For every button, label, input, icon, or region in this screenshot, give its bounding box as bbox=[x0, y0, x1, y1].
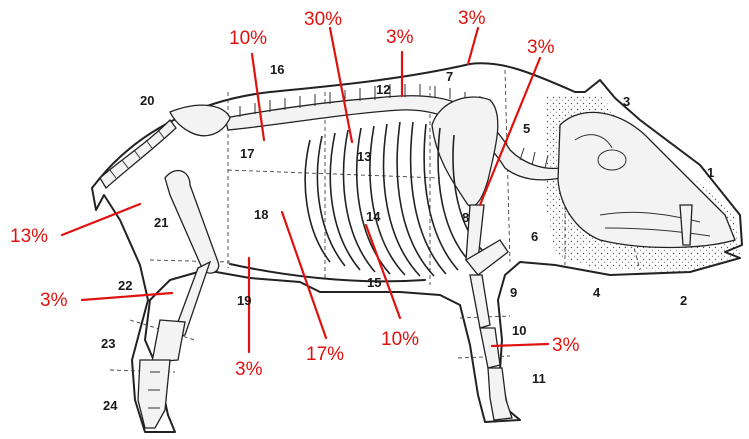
percent-label-region-17: 10% bbox=[229, 28, 267, 49]
region-number-4: 4 bbox=[593, 285, 601, 300]
region-number-19: 19 bbox=[237, 293, 251, 308]
region-number-20: 20 bbox=[140, 93, 154, 108]
region-number-23: 23 bbox=[101, 336, 115, 351]
region-number-16: 16 bbox=[270, 62, 284, 77]
region-number-6: 6 bbox=[531, 229, 538, 244]
percent-label-region-19: 3% bbox=[235, 359, 263, 380]
region-number-5: 5 bbox=[523, 121, 530, 136]
scapula bbox=[432, 97, 498, 206]
region-number-8: 8 bbox=[462, 210, 469, 225]
region-number-17: 17 bbox=[240, 146, 254, 161]
region-number-14: 14 bbox=[366, 209, 381, 224]
percent-label-region-18: 17% bbox=[306, 344, 344, 365]
region-number-12: 12 bbox=[376, 82, 390, 97]
hind-limb bbox=[138, 105, 230, 428]
percent-label-region-14: 10% bbox=[381, 329, 419, 350]
region-number-18: 18 bbox=[254, 207, 268, 222]
percent-label-region-10: 3% bbox=[552, 335, 580, 356]
region-number-7: 7 bbox=[446, 69, 453, 84]
percent-label-region-22: 3% bbox=[40, 290, 68, 311]
percent-label-region-12: 3% bbox=[386, 27, 414, 48]
region-number-2: 2 bbox=[680, 293, 687, 308]
percent-label-region-21: 13% bbox=[10, 226, 48, 247]
region-number-21: 21 bbox=[154, 215, 168, 230]
region-number-1: 1 bbox=[707, 165, 714, 180]
region-number-15: 15 bbox=[367, 275, 381, 290]
front-limb bbox=[466, 205, 512, 420]
region-number-24: 24 bbox=[103, 398, 118, 413]
percent-label-region-8: 3% bbox=[527, 37, 555, 58]
region-number-9: 9 bbox=[510, 285, 517, 300]
region-number-3: 3 bbox=[623, 94, 630, 109]
region-number-22: 22 bbox=[118, 278, 132, 293]
region-number-11: 11 bbox=[532, 371, 546, 386]
region-number-13: 13 bbox=[357, 149, 371, 164]
region-number-10: 10 bbox=[512, 323, 526, 338]
percent-label-region-7: 3% bbox=[458, 8, 486, 29]
percent-label-region-13: 30% bbox=[304, 9, 342, 30]
